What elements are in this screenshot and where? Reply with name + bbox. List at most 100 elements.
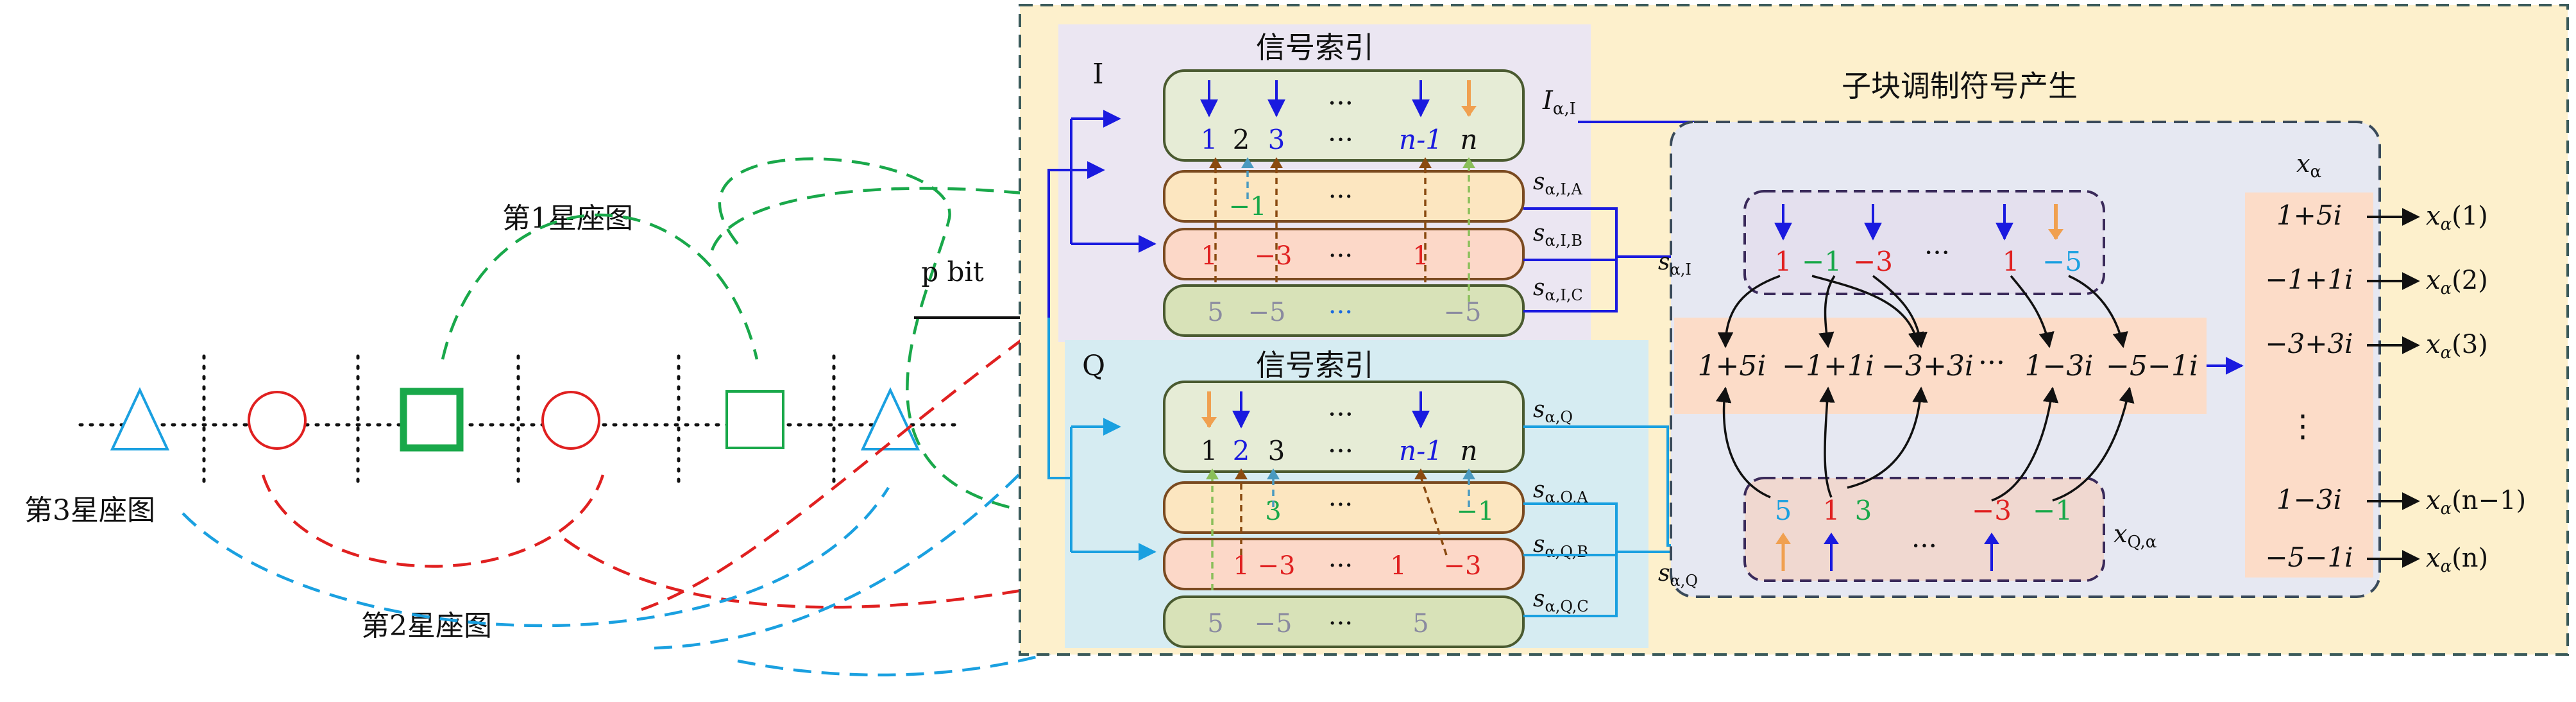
q-row-b-side-label: sα,Q,B xyxy=(1533,531,1588,561)
constellation-2-label: 第2星座图 xyxy=(361,610,492,642)
symbol: −5−1i xyxy=(2106,350,2198,382)
symbol: −1+1i xyxy=(1782,350,1874,382)
i-seq-val: −5 xyxy=(2042,246,2082,277)
i-row-b-cell: −3 xyxy=(1255,241,1292,271)
i-row-b-cell: ··· xyxy=(1328,241,1353,271)
i-seq-val: ··· xyxy=(1924,237,1950,268)
q-branch-label: Q xyxy=(1082,350,1105,382)
circle-point xyxy=(541,391,600,450)
i-index-ellipsis: ··· xyxy=(1328,124,1353,155)
triangle-point xyxy=(110,387,170,450)
symbol: 1+5i xyxy=(1698,350,1767,382)
output-symbol: −3+3i xyxy=(2265,328,2353,359)
q-row-c-cell: −5 xyxy=(1255,609,1292,638)
i-panel-title: 信号索引 xyxy=(1256,30,1374,65)
gen-x-label: xα xyxy=(2296,150,2321,182)
svg-text:sα,Q,B: sα,Q,B xyxy=(1533,531,1588,561)
svg-text:sα,I,C: sα,I,C xyxy=(1533,275,1583,304)
q-row-c-side-label: sα,Q,C xyxy=(1533,586,1589,615)
output-symbol: 1−3i xyxy=(2276,484,2342,515)
i-row-b-side-label: sα,I,B xyxy=(1533,220,1582,250)
i-index-num: n xyxy=(1460,124,1477,155)
i-row-c-cell: −5 xyxy=(1444,298,1482,327)
output-label: xα(2) xyxy=(2426,266,2488,298)
q-row-c-cell: 5 xyxy=(1207,609,1223,638)
q-row-c-cell: 5 xyxy=(1412,609,1428,638)
index-link-arrows xyxy=(1211,166,1470,590)
i-split-arrows xyxy=(1047,110,1157,318)
mapping-curves xyxy=(1715,275,2135,502)
i-seq-val: 1 xyxy=(2003,246,2020,277)
q-index-ellipsis-top: ··· xyxy=(1328,398,1353,430)
output-symbol: −1+1i xyxy=(2265,264,2353,295)
q-seq-val: 1 xyxy=(1823,495,1840,526)
i-index-box xyxy=(1163,69,1525,162)
i-row-c-cell: 5 xyxy=(1207,298,1223,327)
q-row-b-cell: −3 xyxy=(1258,551,1296,581)
output-symbol: 1+5i xyxy=(2276,200,2342,231)
svg-text:xα: xα xyxy=(2296,150,2321,182)
i-index-side-label: Iα,I xyxy=(1542,86,1576,119)
i-row-c-side-label: sα,I,C xyxy=(1533,275,1583,304)
i-seq-val: −1 xyxy=(1802,246,1842,277)
q-seq-val: 5 xyxy=(1775,495,1792,526)
i-row-a xyxy=(1163,170,1525,223)
i-branch-label: I xyxy=(1092,58,1103,90)
gen-panel-title: 子块调制符号产生 xyxy=(1842,69,2078,103)
circle-point xyxy=(248,391,307,450)
svg-text:sα,Q: sα,Q xyxy=(1658,560,1698,590)
i-seq-val: −3 xyxy=(1853,246,1893,277)
q-row-b xyxy=(1163,538,1525,590)
gen-si-label: sα,I xyxy=(1658,249,1691,278)
svg-text:sα,Q,C: sα,Q,C xyxy=(1533,586,1589,615)
q-row-a xyxy=(1163,481,1525,534)
bit-label: p bit xyxy=(921,256,984,287)
q-seq-arrows xyxy=(1775,533,1999,571)
index-link-arrowheads xyxy=(1206,157,1475,479)
q-row-c xyxy=(1163,595,1525,648)
q-row-a-cell: −1 xyxy=(1457,497,1495,526)
square-point xyxy=(725,390,784,449)
i-index-num: n-1 xyxy=(1399,124,1443,155)
q-row-b-cell: ··· xyxy=(1328,551,1353,581)
i-index-num: 1 xyxy=(1201,124,1218,155)
out-vdots: ⋮ xyxy=(2287,408,2318,444)
gen-sq-label: sα,Q xyxy=(1658,560,1698,590)
symbol-ellipsis: ··· xyxy=(1978,347,2005,379)
symbol: 1−3i xyxy=(2025,350,2094,382)
triangle-point xyxy=(860,387,920,450)
i-seq-val: 1 xyxy=(1775,246,1792,277)
q-index-num: n xyxy=(1460,435,1477,467)
q-index-num: 1 xyxy=(1201,435,1218,467)
i-row-b xyxy=(1163,228,1525,280)
q-seq-box xyxy=(1743,477,2105,582)
outputs: 1+5i −1+1i −3+3i 1−3i −5−1i xα(1) xα(2) … xyxy=(2265,200,2526,576)
svg-text:sα,I,B: sα,I,B xyxy=(1533,220,1582,250)
i-row-c-cell: −5 xyxy=(1248,298,1286,327)
i-row-a-side-label: sα,I,A xyxy=(1533,169,1582,198)
output-column xyxy=(2245,193,2373,578)
gen-xq-label: xQ,α xyxy=(2114,520,2157,552)
i-seq-box xyxy=(1743,190,2105,295)
i-index-num: 2 xyxy=(1233,124,1250,155)
q-index-arrows xyxy=(1201,391,1430,429)
svg-text:sα,I,A: sα,I,A xyxy=(1533,169,1582,198)
q-index-num: n-1 xyxy=(1399,435,1443,467)
i-row-c-cell: ··· xyxy=(1328,298,1353,327)
q-seq-val: 3 xyxy=(1855,495,1872,526)
constellation-line xyxy=(78,354,958,490)
i-seq-arrows xyxy=(1774,204,2063,241)
q-row-c-cell: ··· xyxy=(1328,609,1353,638)
i-index-num: 3 xyxy=(1268,124,1285,155)
symbol: −3+3i xyxy=(1881,350,1974,382)
q-row-b-cell: 1 xyxy=(1233,551,1249,581)
q-row-b-cell: 1 xyxy=(1390,551,1406,581)
output-label: xα(1) xyxy=(2426,201,2488,234)
q-index-num: 2 xyxy=(1233,435,1250,467)
svg-text:xQ,α: xQ,α xyxy=(2114,520,2157,552)
square-point-bold xyxy=(400,388,464,452)
svg-text:Iα,I: Iα,I xyxy=(1542,86,1576,119)
q-row-a-cell: ··· xyxy=(1328,490,1353,520)
q-index-ellipsis: ··· xyxy=(1328,435,1353,467)
